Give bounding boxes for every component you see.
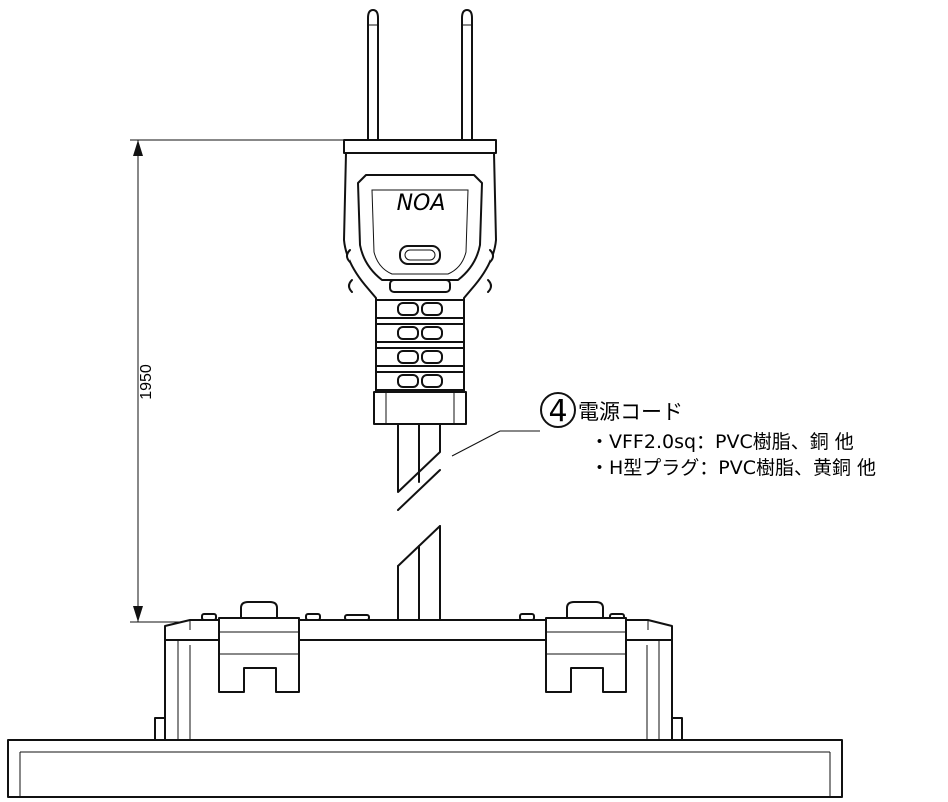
callout-title: 電源コード [578,400,683,424]
callout: 4 電源コード ・VFF2.0sq：PVC樹脂、銅 他 ・H型プラグ：PVC樹脂… [540,392,876,479]
dimension-label: 1950 [138,364,155,400]
callout-leader [451,430,540,457]
power-cord [397,423,441,623]
base-unit [7,601,843,798]
plug-prongs [367,9,473,141]
callout-number: 4 [548,394,567,429]
plug-body: NOA [343,139,497,425]
height-dimension: 1950 [130,139,344,623]
spec-line-1: ・VFF2.0sq：PVC樹脂、銅 他 [590,431,854,453]
plug-brand-label: NOA [397,191,446,216]
spec-line-2: ・H型プラグ：PVC樹脂、黄銅 他 [590,457,876,479]
